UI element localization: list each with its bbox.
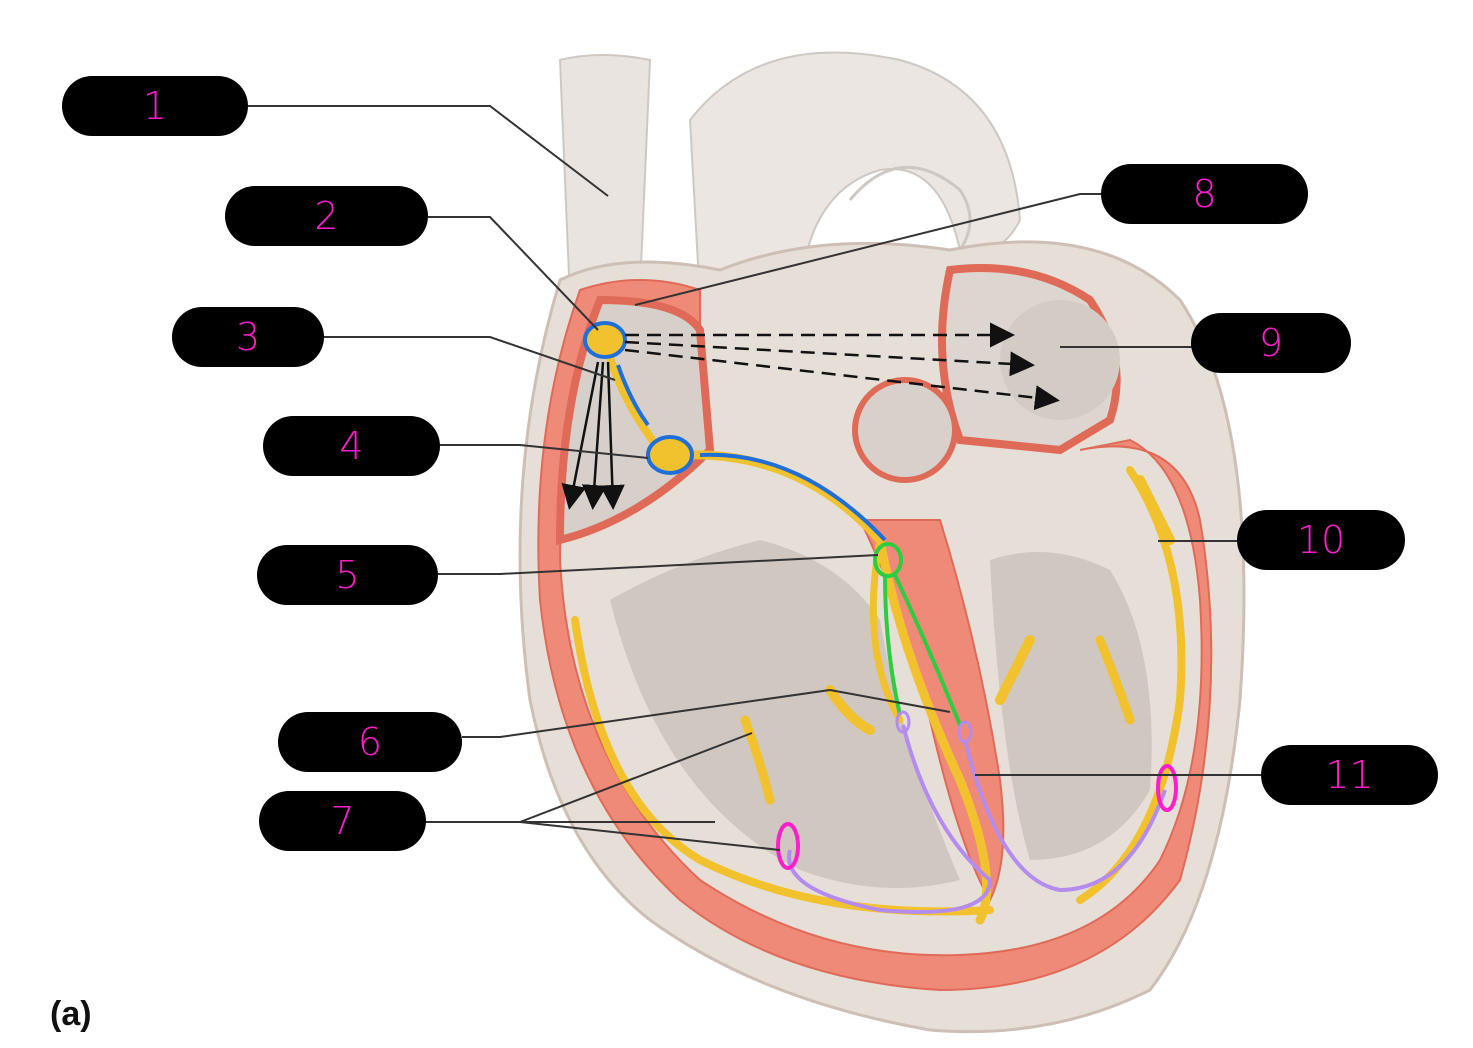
great-vessels — [558, 51, 1022, 302]
leader-line-6a — [462, 689, 831, 738]
label-11[interactable]: 11 — [1261, 745, 1438, 805]
label-2[interactable]: 2 — [225, 186, 428, 246]
leader-line-3 — [322, 336, 616, 381]
label-8[interactable]: 8 — [1101, 164, 1308, 224]
av-node — [646, 435, 694, 475]
leader-lines — [248, 105, 1262, 851]
label-5[interactable]: 5 — [257, 545, 438, 605]
leader-line-8 — [634, 193, 1102, 306]
purkinje-fibers-left — [963, 739, 1167, 893]
bundle-of-his — [873, 542, 903, 578]
leader-line-1 — [248, 105, 609, 197]
figure-caption: (a) — [50, 995, 92, 1033]
impulse-arrows — [561, 322, 1060, 510]
leader-line-7c — [519, 821, 781, 851]
branch-marker-right — [957, 720, 973, 744]
purkinje-marker-right — [776, 822, 800, 870]
purkinje-marker-left — [1156, 764, 1178, 812]
branch-marker-left — [895, 710, 911, 734]
label-1[interactable]: 1 — [62, 76, 248, 136]
label-3[interactable]: 3 — [172, 307, 324, 367]
purkinje-fibers-right — [787, 724, 993, 914]
left-bundle-branch — [883, 574, 902, 716]
sa-node — [583, 321, 627, 359]
label-4[interactable]: 4 — [263, 416, 440, 476]
internodal-pathway — [616, 364, 650, 427]
right-bundle-branch — [893, 574, 962, 726]
leader-line-2 — [428, 216, 599, 331]
leader-line-6b — [829, 689, 951, 713]
label-6[interactable]: 6 — [278, 712, 462, 772]
av-bundle-path — [699, 452, 887, 542]
label-7[interactable]: 7 — [259, 791, 426, 851]
label-9[interactable]: 9 — [1191, 313, 1351, 373]
label-10[interactable]: 10 — [1237, 510, 1405, 570]
leader-line-5 — [438, 554, 879, 575]
leader-line-4 — [440, 444, 649, 459]
